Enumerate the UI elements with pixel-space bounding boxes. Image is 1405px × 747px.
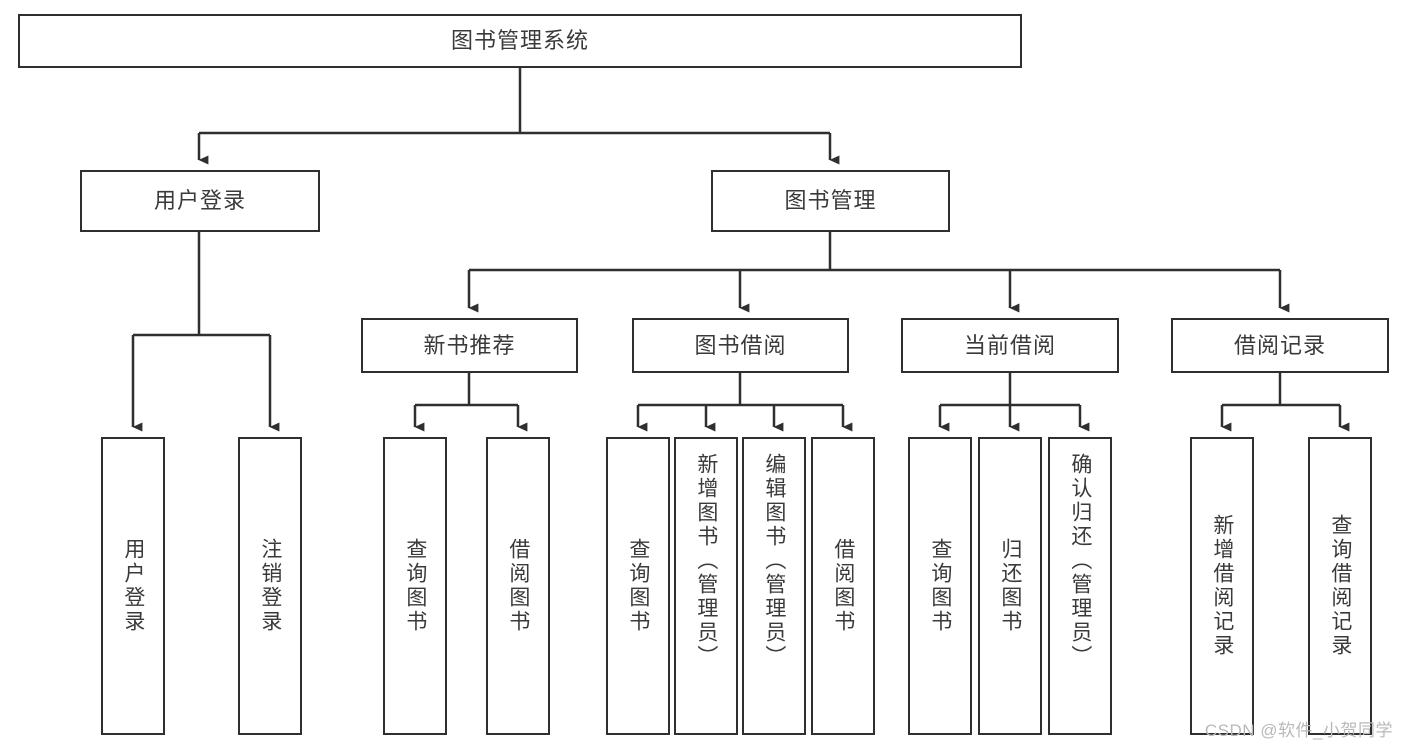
node-label: 查询图书: [626, 538, 650, 634]
node-label: 查询图书: [928, 538, 952, 634]
node-label: 图书管理: [784, 188, 877, 214]
node-leaf-add-borrow-record[interactable]: 新增借阅记录: [1190, 437, 1254, 735]
node-label: 编辑图书（管理员）: [762, 453, 786, 669]
node-current-borrow[interactable]: 当前借阅: [901, 318, 1119, 373]
node-label: 图书管理系统: [450, 28, 589, 54]
node-label: 用户登录: [153, 188, 246, 214]
node-label: 查询图书: [403, 538, 427, 634]
node-leaf-query-book-borrow[interactable]: 查询图书: [606, 437, 670, 735]
node-label: 图书借阅: [694, 332, 787, 358]
node-label: 注销登录: [258, 538, 282, 634]
node-label: 新书推荐: [423, 332, 516, 358]
node-leaf-query-borrow-record[interactable]: 查询借阅记录: [1308, 437, 1372, 735]
watermark-csdn: CSDN @软件_小贺同学: [1204, 721, 1393, 740]
node-label: 新增图书（管理员）: [694, 453, 718, 669]
node-label: 确认归还（管理员）: [1068, 453, 1092, 669]
node-leaf-user-login[interactable]: 用户登录: [101, 437, 165, 735]
node-label: 借阅图书: [831, 538, 855, 634]
node-label: 借阅记录: [1233, 332, 1326, 358]
node-book-borrow[interactable]: 图书借阅: [632, 318, 849, 373]
node-root-book-management-system[interactable]: 图书管理系统: [18, 14, 1022, 68]
node-label: 归还图书: [998, 538, 1022, 634]
node-book-manage[interactable]: 图书管理: [711, 170, 950, 232]
node-label: 新增借阅记录: [1210, 514, 1234, 658]
node-borrow-record[interactable]: 借阅记录: [1171, 318, 1389, 373]
node-leaf-query-book-recommend[interactable]: 查询图书: [383, 437, 447, 735]
node-label: 借阅图书: [506, 538, 530, 634]
node-leaf-borrow-book-recommend[interactable]: 借阅图书: [486, 437, 550, 735]
node-leaf-confirm-return-admin[interactable]: 确认归还（管理员）: [1048, 437, 1112, 735]
node-leaf-logout-login[interactable]: 注销登录: [238, 437, 302, 735]
node-leaf-return-book[interactable]: 归还图书: [978, 437, 1042, 735]
node-user-login[interactable]: 用户登录: [80, 170, 320, 232]
node-new-book-recommend[interactable]: 新书推荐: [361, 318, 578, 373]
node-leaf-borrow-book[interactable]: 借阅图书: [811, 437, 875, 735]
node-label: 当前借阅: [963, 332, 1056, 358]
node-leaf-query-book-current[interactable]: 查询图书: [908, 437, 972, 735]
node-label: 查询借阅记录: [1328, 514, 1352, 658]
node-label: 用户登录: [121, 538, 145, 634]
node-leaf-edit-book-admin[interactable]: 编辑图书（管理员）: [742, 437, 806, 735]
node-leaf-add-book-admin[interactable]: 新增图书（管理员）: [674, 437, 738, 735]
